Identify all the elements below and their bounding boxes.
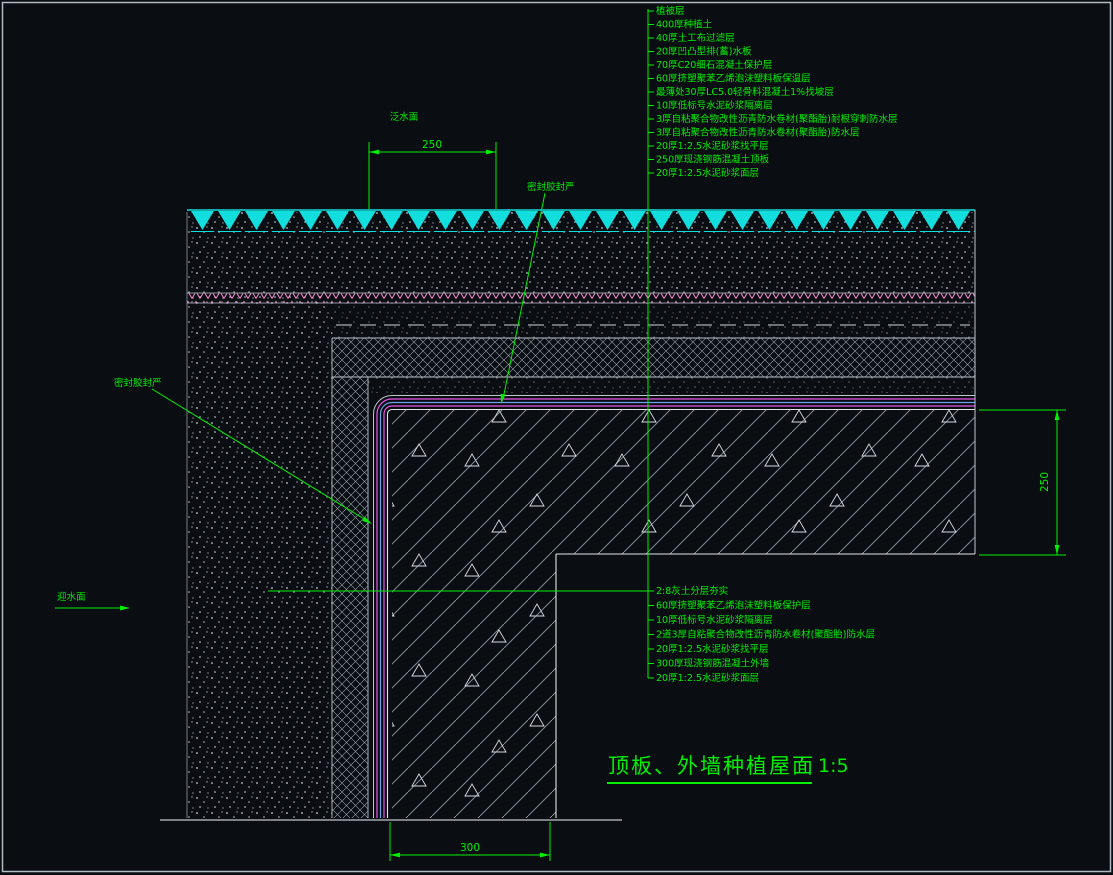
roof-callout-item: 植被层 xyxy=(656,5,685,17)
section-geometry xyxy=(160,209,976,821)
sealant-leader-top-arrow xyxy=(500,393,506,404)
dimension-right: 250 xyxy=(979,409,1066,556)
sealant-label-left: 密封胶封严 xyxy=(114,377,162,389)
roof-callout-item: 10厚低标号水泥砂浆隔离层 xyxy=(656,100,773,112)
dimension-top: 250 xyxy=(368,139,497,209)
wall-corner-line xyxy=(386,408,393,415)
dim-bottom-arrow-right xyxy=(540,852,550,858)
membrane-corner-magenta-2 xyxy=(383,405,393,415)
roof-callout-ticks xyxy=(648,10,654,174)
roof-callout-item: 20厚1:2.5水泥砂浆找平层 xyxy=(656,140,768,152)
sealant-label-top: 密封胶封严 xyxy=(527,181,575,193)
dim-bottom-value: 300 xyxy=(460,842,480,854)
drawing-scale: 1:5 xyxy=(818,755,849,777)
title-block: 顶板、外墙种植屋面 1:5 xyxy=(607,754,849,784)
roof-callout-item: 3厚自粘聚合物改性沥青防水卷材(聚酯胎)防水层 xyxy=(656,127,859,139)
wall-insulation-edges xyxy=(331,338,369,818)
water-face-annotations: 泛水面 迎水面 xyxy=(55,111,419,611)
dim-top-arrow-left xyxy=(369,149,379,155)
water-face-label-left: 迎水面 xyxy=(57,591,86,603)
sealant-leader-top xyxy=(502,192,546,400)
dim-right-arrow-top xyxy=(1054,410,1060,420)
dim-top-extension-lines xyxy=(368,142,497,209)
roof-callout-item: 250厚现浇钢筋混凝土顶板 xyxy=(656,154,770,166)
concrete-aggregate-symbols xyxy=(392,410,975,818)
water-face-label-top: 泛水面 xyxy=(390,111,419,123)
roof-callout-item: 20厚1:2.5水泥砂浆面层 xyxy=(656,167,759,179)
membrane-corner-magenta-1 xyxy=(376,398,393,415)
dim-right-extension-lines xyxy=(979,409,1066,556)
roof-callout-item: 3厚自粘聚合物改性沥青防水卷材(聚酯胎)耐根穿刺防水层 xyxy=(656,113,897,125)
wall-callout-item: 20厚1:2.5水泥砂浆面层 xyxy=(656,672,759,684)
roof-insulation-band xyxy=(332,338,975,377)
membrane-corner-gray xyxy=(373,395,393,415)
roof-callout-item: 最薄处30厚LC5.0轻骨料混凝土1%找坡层 xyxy=(656,86,834,98)
sealant-leader-left-arrow xyxy=(362,516,372,524)
roof-callout-item: 20厚凹凸型排(蓄)水板 xyxy=(656,46,752,58)
drawing-title: 顶板、外墙种植屋面 xyxy=(608,754,815,778)
sealant-leader-left xyxy=(151,388,370,523)
wall-callout-item: 20厚1:2.5水泥砂浆找平层 xyxy=(656,643,768,655)
water-face-arrow-head xyxy=(120,605,130,611)
screed-band xyxy=(368,377,975,393)
roof-callout-item: 400厚种植土 xyxy=(656,19,713,31)
wall-callout-item: 2:8灰土分层夯实 xyxy=(656,585,728,597)
dim-right-arrow-bottom xyxy=(1054,545,1060,555)
roof-callout-item: 60厚挤塑聚苯乙烯泡沫塑料板保温层 xyxy=(656,73,811,85)
wall-callout-item: 300厚现浇钢筋混凝土外墙 xyxy=(656,658,770,670)
roof-callout-item: 70厚C20细石混凝土保护层 xyxy=(656,59,772,71)
wall-callout-ticks xyxy=(648,590,654,679)
wall-callout-item: 60厚挤塑聚苯乙烯泡沫塑料板保护层 xyxy=(656,600,811,612)
roof-callout-list: 植被层 400厚种植土 40厚土工布过滤层 20厚凹凸型排(蓄)水板 70厚C2… xyxy=(647,5,897,591)
soil-hatch-region xyxy=(187,212,975,818)
membrane-corner-blue xyxy=(379,401,393,415)
dim-bottom-arrow-left xyxy=(390,852,400,858)
wall-callout-list: 2:8灰土分层夯实 60厚挤塑聚苯乙烯泡沫塑料板保护层 10厚低标号水泥砂浆隔离… xyxy=(268,585,875,684)
dim-top-value: 250 xyxy=(422,139,442,151)
drainage-board-zigzag xyxy=(187,293,975,303)
dim-right-value: 250 xyxy=(1039,472,1051,492)
wall-callout-item: 2道3厚自粘聚合物改性沥青防水卷材(聚酯胎)防水层 xyxy=(656,629,875,641)
sealant-annotations: 密封胶封严 密封胶封严 xyxy=(114,181,575,524)
vegetation-symbols xyxy=(187,211,975,232)
dim-top-arrow-right xyxy=(486,149,496,155)
wall-callout-item: 10厚低标号水泥砂浆隔离层 xyxy=(656,614,773,626)
dimension-bottom: 300 xyxy=(389,822,551,861)
roof-callout-item: 40厚土工布过滤层 xyxy=(656,32,735,44)
wall-insulation-band xyxy=(332,377,368,818)
protection-layer-band xyxy=(332,303,975,338)
